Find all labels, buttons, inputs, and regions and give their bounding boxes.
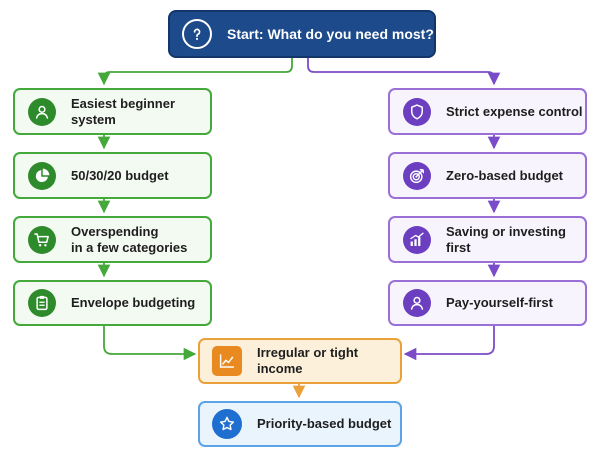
arrow-start-to-right (307, 58, 501, 86)
bar-chart-icon (403, 225, 431, 254)
left-node-1-label: Easiest beginner system (71, 95, 176, 127)
right-node-4: Pay-yourself-first (388, 280, 587, 326)
target-icon (403, 161, 431, 190)
merge-node: Irregular or tight income (198, 338, 402, 384)
right-node-1: Strict expense control (388, 88, 587, 135)
merge-label: Irregular or tight income (257, 345, 359, 376)
right-node-4-label: Pay-yourself-first (446, 295, 553, 310)
right-node-1-label: Strict expense control (446, 103, 583, 119)
left-node-4: Envelope budgeting (13, 280, 212, 326)
left-node-1: Easiest beginner system (13, 88, 212, 135)
left-node-2: 50/30/20 budget (13, 152, 212, 199)
left-node-2-label: 50/30/20 budget (71, 167, 169, 183)
arrow-left-to-merge (103, 326, 197, 361)
shield-icon (403, 97, 431, 126)
line-chart-icon (212, 346, 242, 376)
start-label: Start: What do you need most? (227, 26, 434, 42)
clipboard-icon (28, 289, 56, 317)
right-node-3-label: Saving or investing first (446, 223, 566, 255)
right-node-2: Zero-based budget (388, 152, 587, 199)
result-label: Priority-based budget (257, 416, 392, 431)
right-node-2-label: Zero-based budget (446, 167, 564, 183)
pie-chart-icon (28, 161, 56, 190)
question-icon (182, 19, 212, 49)
arrow-start-to-left (97, 58, 293, 86)
left-node-4-label: Envelope budgeting (71, 295, 196, 310)
right-node-3: Saving or investing first (388, 216, 587, 263)
shopping-cart-icon (28, 225, 56, 254)
person-icon (403, 289, 431, 317)
star-icon (212, 409, 242, 439)
result-node: Priority-based budget (198, 401, 402, 447)
left-node-3-label: Overspending in a few categories (71, 223, 188, 255)
person-icon (28, 97, 56, 126)
arrow-right-to-merge (403, 326, 495, 361)
start-node: Start: What do you need most? (168, 10, 436, 58)
left-node-3: Overspending in a few categories (13, 216, 212, 263)
